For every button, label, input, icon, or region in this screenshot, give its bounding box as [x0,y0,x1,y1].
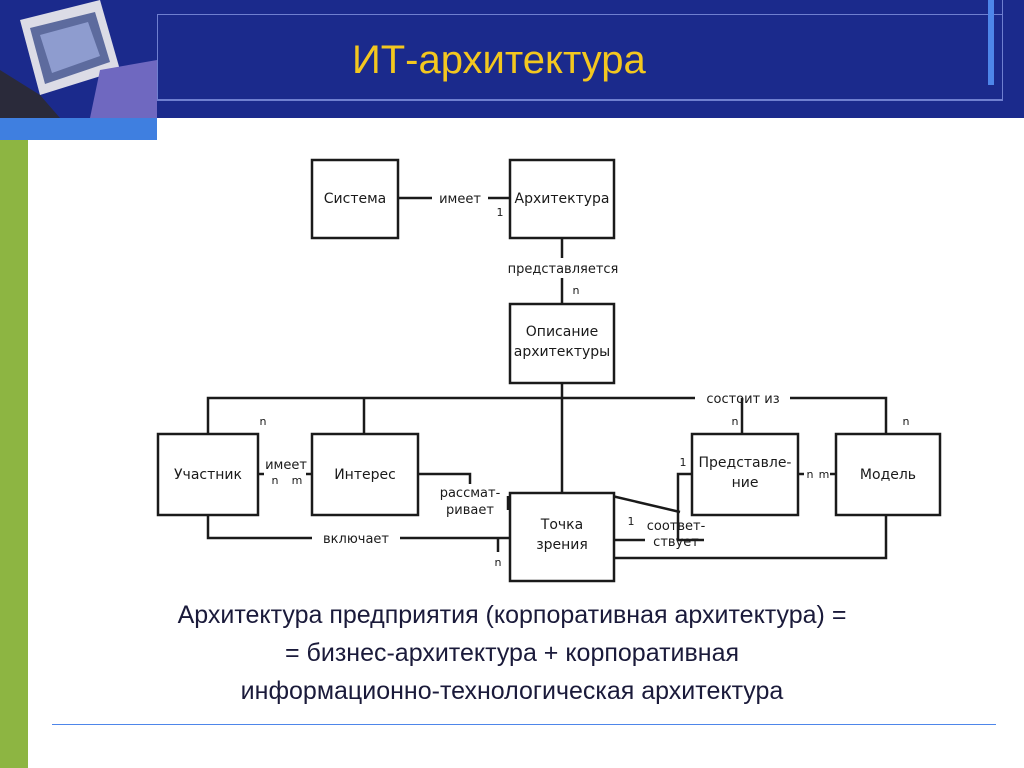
relation-label: соответ- [647,519,706,534]
monitor-logo-icon [0,0,157,118]
relation-label: рассмат- [440,486,501,501]
multiplicity-label: n [260,415,267,428]
blue-tab [0,118,157,140]
multiplicity-label: 1 [680,456,687,469]
multiplicity-label: 1 [497,206,504,219]
connector-line [206,515,312,540]
entity-model-label: Модель [860,467,916,483]
caption: Архитектура предприятия (корпоративная а… [40,596,984,710]
relation-label: ствует [653,535,699,550]
header-frame-line [1002,0,1003,101]
entity-tochka-label: зрения [536,537,588,553]
relation-label: состоит из [706,392,779,407]
caption-line: информационно-технологическая архитектур… [240,677,784,705]
connector-line [611,494,681,514]
header-frame-line [157,100,1003,101]
multiplicity-label: 1 [628,515,635,528]
header-bar [0,0,1024,118]
entity-uchastnik-label: Участник [174,467,242,483]
entity-tochka-label: Точка [540,517,583,533]
caption-line: = бизнес-архитектура + корпоративная [284,639,740,667]
multiplicity-label: n [573,284,580,297]
multiplicity-label: n [495,556,502,569]
multiplicity-label: m [292,474,303,487]
multiplicity-label: n [272,474,279,487]
relation-label: включает [323,532,389,547]
entity-opisanie-label: Описание [526,324,598,340]
left-stripe [0,140,28,768]
connector-line [612,515,888,560]
entity-box [508,302,616,385]
entity-box [834,432,942,517]
bottom-rule [52,724,996,725]
entity-box [508,491,616,583]
multiplicity-label: n [903,415,910,428]
slide-title: ИТ-архитектура [352,38,646,82]
entity-box [310,158,400,240]
connector-line [418,472,472,484]
connector-line [790,396,888,434]
entity-sistema-label: Система [324,191,386,207]
entity-opisanie-label: архитектуры [514,344,610,360]
entity-box [156,432,260,517]
connector-line [676,472,704,542]
multiplicity-label: m [819,468,830,481]
entity-box [508,158,616,240]
relation-label: имеет [439,192,481,207]
entity-box [690,432,800,517]
relation-label: ривает [446,503,494,518]
entity-arkhitektura-label: Архитектура [515,191,610,207]
entity-predstavlenie-label: Представле- [698,455,791,471]
caption-line: Архитектура предприятия (корпоративная а… [177,601,847,629]
entity-interes-label: Интерес [334,467,396,483]
entity-predstavlenie-label: ние [732,475,759,491]
relation-label: представляется [508,262,619,277]
relation-label: имеет [265,458,307,473]
entity-box [310,432,420,517]
multiplicity-label: n [732,415,739,428]
multiplicity-label: n [807,468,814,481]
header-accent [988,0,994,85]
header-frame [157,14,1003,100]
it-architecture-diagram: Система Архитектура Описание архитектуры… [156,158,942,583]
connector-line [206,396,695,434]
